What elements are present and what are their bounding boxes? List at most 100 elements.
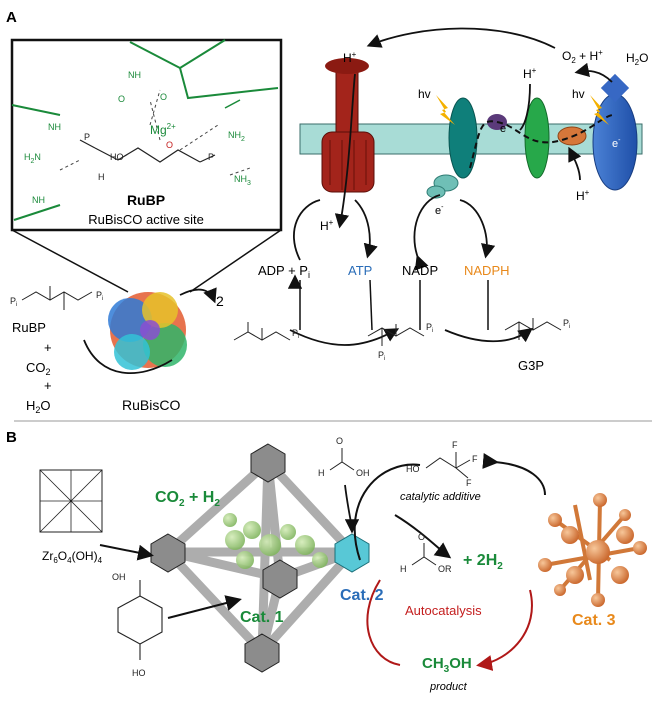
arrow-linker-to-mof xyxy=(167,595,242,619)
h-plus-top-left: H+ xyxy=(343,50,357,65)
cat3-label: Cat. 3 xyxy=(572,612,616,629)
inset-title: RuBP xyxy=(127,192,165,208)
cycle-right-red xyxy=(476,589,533,671)
nadph-label: NADPH xyxy=(464,263,510,278)
cat2-label: Cat. 2 xyxy=(340,587,384,604)
formic-oh: OH xyxy=(356,468,370,478)
nh-label-left: NH xyxy=(48,122,61,132)
tfe-f3: F xyxy=(466,478,472,488)
formic-acid xyxy=(329,448,355,471)
hv-label-1: hv xyxy=(418,87,431,101)
cycle-left-red xyxy=(366,579,401,666)
o-red-label: O xyxy=(166,140,173,150)
cat2-node xyxy=(334,533,370,573)
ho-label-linker-bottom: HO xyxy=(132,668,146,678)
cytochrome-b6f xyxy=(524,97,550,179)
cycle-right-black xyxy=(482,453,546,496)
lightning-icon-1 xyxy=(436,95,455,125)
co2-h2-label: CO2 + H2 xyxy=(155,489,220,509)
zr-cluster xyxy=(39,469,103,533)
o2-h-label: O2 + H+ xyxy=(562,48,603,65)
g3p-label: G3P xyxy=(518,358,544,373)
pi-label-pga: Pi xyxy=(292,328,299,340)
atp-label: ATP xyxy=(348,263,372,278)
p-label-right: P xyxy=(208,152,214,162)
chem-skeletons xyxy=(21,286,562,346)
ester-h: H xyxy=(400,564,407,574)
electron-path xyxy=(469,114,613,169)
lightning-icon-2 xyxy=(590,95,609,125)
pi-label-rubp-1: Pi xyxy=(10,296,17,308)
rubp-label: RuBP xyxy=(12,320,46,335)
photosystem-ii xyxy=(426,97,478,199)
h2o-label: H2O xyxy=(626,51,648,67)
photosystem-i xyxy=(592,73,638,191)
pi-label-g3p: Pi xyxy=(563,318,570,330)
formic-h: H xyxy=(318,468,325,478)
mg-label: Mg2+ xyxy=(150,122,176,137)
e-label-2: e- xyxy=(612,137,621,150)
zr-formula: Zr6O4(OH)4 xyxy=(42,549,103,565)
formic-o: O xyxy=(336,436,343,446)
arrow-nadph-cycle-right xyxy=(459,199,496,259)
rubisco-protein xyxy=(108,292,187,370)
co2-label: CO2 xyxy=(26,360,51,377)
tfe-ho: HO xyxy=(406,464,420,474)
adp-label: ADP + Pi xyxy=(258,263,310,280)
tfe-f1: F xyxy=(452,440,458,450)
p-label-left: P xyxy=(84,132,90,142)
two-label: 2 xyxy=(216,293,224,309)
cat1-label: Cat. 1 xyxy=(240,609,284,626)
arrow-formic-down xyxy=(344,484,360,534)
mof-framework xyxy=(150,443,370,673)
bdc-linker xyxy=(117,580,163,660)
inset-caption: RuBisCO active site xyxy=(88,212,204,227)
nh-label-top: NH xyxy=(128,70,141,80)
hv-label-2: hv xyxy=(572,87,585,101)
arrow-atp-cycle-right xyxy=(354,199,378,259)
oh-label-linker-top: OH xyxy=(112,572,126,582)
e-label-3: e- xyxy=(435,204,444,217)
rubisco-active-site-inset: NH O O Mg2+ NH2 NH H2N NH NH3 P P HO H O… xyxy=(10,38,283,232)
arrow-h-up xyxy=(568,146,582,181)
pi-label-rubp-2: Pi xyxy=(96,290,103,302)
h-plus-bottom-right: H+ xyxy=(576,188,590,203)
arrow-atp-cycle-left xyxy=(293,199,321,261)
arrow-zr-to-mof xyxy=(99,544,154,561)
arrow-atp-link xyxy=(369,279,373,331)
arrow-to-g3p xyxy=(444,327,533,343)
h2n-label: H2N xyxy=(24,152,41,165)
ch3oh-label: CH3OH xyxy=(422,655,472,675)
ester-o: O xyxy=(418,532,425,542)
nh2-label: NH2 xyxy=(228,130,245,143)
plastoquinone xyxy=(487,114,507,130)
arrow-to-formate xyxy=(394,514,452,559)
cat3-complex xyxy=(538,493,647,607)
h-plus-top-mid: H+ xyxy=(523,66,537,81)
arrow-h-to-left xyxy=(366,27,556,49)
plus-2h2-label: + 2H2 xyxy=(463,552,503,572)
ester-or: OR xyxy=(438,564,452,574)
nh3-label: NH3 xyxy=(234,174,251,187)
panel-a-label: A xyxy=(6,9,17,26)
cycle-left-black xyxy=(353,463,421,561)
arrow-to-bisphosphoglycerate xyxy=(289,328,400,346)
arrow-h-through-atpase xyxy=(334,73,356,229)
o-label-carboxyl-2: O xyxy=(160,92,167,102)
formate-ester xyxy=(411,543,437,566)
zoom-lines xyxy=(11,229,282,293)
o-label-carboxyl: O xyxy=(118,94,125,104)
arrow-rubp-in xyxy=(83,339,173,374)
h2o-small-label: H2O xyxy=(26,398,51,415)
tfe xyxy=(425,452,471,479)
arrow-h-cyt xyxy=(519,83,531,131)
pi-label-bpg-1: Pi xyxy=(426,322,433,334)
nadp-label: NADP xyxy=(402,263,438,278)
tfe-f2: F xyxy=(472,454,478,464)
catalytic-additive-label: catalytic additive xyxy=(400,491,481,503)
arrow-water-split xyxy=(574,62,613,83)
h-label: H xyxy=(98,172,105,182)
panel-b-label: B xyxy=(6,429,17,446)
